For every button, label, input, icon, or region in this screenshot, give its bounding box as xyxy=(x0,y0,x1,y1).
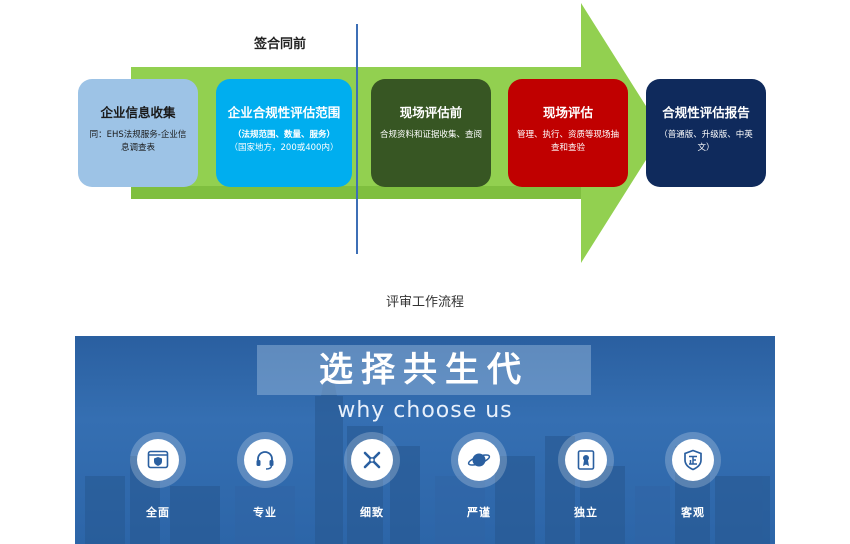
city-skyline-background xyxy=(85,356,770,544)
browser-shield-icon xyxy=(147,450,169,469)
feature-label: 严谨 xyxy=(467,506,491,519)
step-desc: 同：EHS法规服务-企业信息调查表 xyxy=(89,130,187,153)
badge-icon xyxy=(684,449,702,471)
step-desc-extra: （国家地方，200或400内） xyxy=(229,143,339,153)
step-title: 企业合规性评估范围 xyxy=(227,105,341,120)
tools-icon xyxy=(363,451,381,469)
step-scope: 企业合规性评估范围 （法规范围、数量、服务） （国家地方，200或400内） xyxy=(216,79,352,187)
feature-objective: 客观 xyxy=(658,432,728,520)
feature-professional: 专业 xyxy=(230,432,300,520)
step-desc: 管理、执行、资质等现场抽查和查验 xyxy=(516,130,619,153)
step-desc: （法规范围、数量、服务） （国家地方，200或400内） xyxy=(222,129,347,155)
phase-divider xyxy=(356,24,358,254)
step-title: 合规性评估报告 xyxy=(662,105,750,120)
feature-label: 专业 xyxy=(253,506,277,519)
step-desc: （普通版、升级版、中英文） xyxy=(659,130,753,153)
feature-independent: 独立 xyxy=(551,432,621,520)
step-site-assessment: 现场评估 管理、执行、资质等现场抽查和查验 xyxy=(508,79,628,187)
step-report: 合规性评估报告 （普通版、升级版、中英文） xyxy=(646,79,766,187)
why-choose-banner: 选择共生代 why choose us 全面 专业 xyxy=(75,336,775,544)
step-desc-bold: （法规范围、数量、服务） xyxy=(232,130,335,140)
certificate-icon xyxy=(577,450,595,470)
feature-label: 独立 xyxy=(574,506,598,519)
review-flow-diagram: 签合同前 企业信息收集 同：EHS法规服务-企业信息调查表 企业合规性评估范围 … xyxy=(78,3,766,263)
flow-caption: 评审工作流程 xyxy=(385,295,464,310)
step-title: 现场评估 xyxy=(542,105,593,120)
step-title: 企业信息收集 xyxy=(100,105,176,120)
feature-label: 细致 xyxy=(360,506,384,519)
feature-label: 全面 xyxy=(146,506,170,519)
banner-subtitle: why choose us xyxy=(337,398,513,423)
feature-comprehensive: 全面 xyxy=(123,432,193,520)
step-pre-site: 现场评估前 合规资料和证据收集、查阅 xyxy=(371,79,491,187)
feature-rigorous: 严谨 xyxy=(444,432,514,520)
feature-meticulous: 细致 xyxy=(337,432,407,520)
planet-icon xyxy=(467,453,491,467)
headset-icon xyxy=(256,451,274,470)
pre-contract-label: 签合同前 xyxy=(253,37,306,52)
feature-label: 客观 xyxy=(681,506,705,519)
step-info-collection: 企业信息收集 同：EHS法规服务-企业信息调查表 xyxy=(78,79,198,187)
step-desc: 合规资料和证据收集、查阅 xyxy=(379,130,482,140)
title-backdrop xyxy=(257,345,591,395)
banner-title: 选择共生代 xyxy=(319,350,529,390)
step-title: 现场评估前 xyxy=(399,105,463,120)
